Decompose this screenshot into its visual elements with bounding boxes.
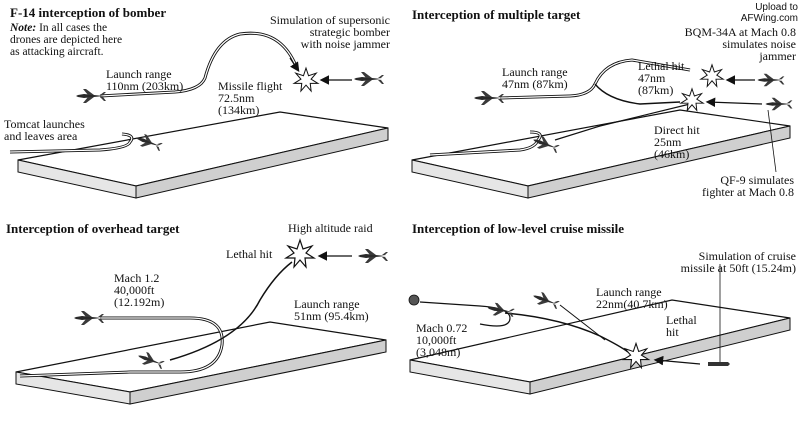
panel-2-lethal-hit: Lethal hit 47nm (87km) (638, 59, 685, 97)
panel-2-qf9-label: QF-9 simulates fighter at Mach 0.8 (702, 173, 794, 199)
note-label: Note: (10, 22, 37, 34)
panel-3-artwork (15, 239, 388, 405)
panel-1-title: F-14 interception of bomber (10, 5, 167, 20)
panel-4-mach-label: Mach 0.72 10,000ft (3,048m) (416, 321, 468, 359)
panel-4-title: Interception of low-level cruise missile (412, 221, 625, 236)
panel-4-simulation-label: Simulation of cruise missile at 50ft (15… (680, 249, 796, 275)
panel-3-mach-label: Mach 1.2 40,000ft (12.192m) (114, 271, 165, 309)
panel-3-lethal-hit: Lethal hit (226, 247, 273, 261)
panel-2-bqm-label: BQM-34A at Mach 0.8 simulates noise jamm… (684, 25, 796, 63)
panel-3-raid-label: High altitude raid (288, 221, 373, 235)
watermark-site: AFWing.com (740, 13, 798, 24)
panel-4-artwork (408, 264, 791, 395)
panel-2-artwork (411, 58, 793, 199)
panel-1-missile-flight: Missile flight 72.5nm (134km) (218, 79, 283, 117)
panel-3-launch-range: Launch range 51nm (95.4km) (294, 297, 369, 323)
note-text: In all cases the drones are depicted her… (10, 22, 123, 58)
panel-1-artwork (9, 31, 389, 199)
panel-1-tomcat-label: Tomcat launches and leaves area (4, 117, 85, 143)
panel-1-note: Note: In all cases the drones are depict… (10, 22, 122, 58)
panel-3-title: Interception of overhead target (6, 221, 180, 236)
panel-2-direct-hit: Direct hit 25nm (46km) (654, 123, 700, 161)
panel-1-simulation-label: Simulation of supersonic strategic bombe… (270, 13, 390, 51)
panel-2-title: Interception of multiple target (412, 7, 581, 22)
panel-4-launch-range: Launch range 22nm(40.7km) (596, 285, 668, 311)
panel-4-lethal-hit: Lethal hit (666, 313, 697, 339)
panel-2-launch-range: Launch range 47nm (87km) (502, 65, 568, 91)
panel-1-launch-range: Launch range 110nm (203km) (106, 67, 184, 93)
watermark-upload: Upload to (755, 2, 798, 13)
target-marker-icon (408, 294, 420, 306)
